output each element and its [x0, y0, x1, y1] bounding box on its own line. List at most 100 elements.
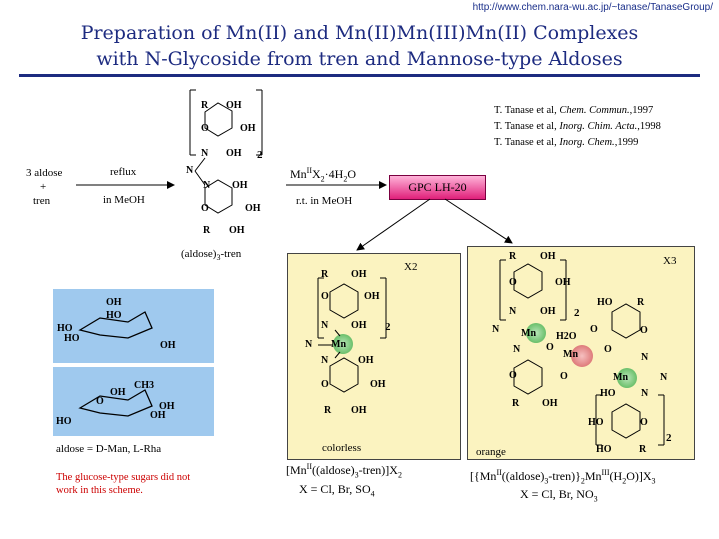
atom-label-oh: OH: [540, 306, 556, 317]
atom-label-oh: OH: [159, 401, 175, 412]
step2-reagent: MnIIX2·4H2O: [290, 166, 357, 184]
atom-label-n: N: [509, 306, 517, 317]
reactant-tren: tren: [33, 195, 51, 207]
atom-label-ho: HO: [597, 297, 613, 308]
atom-label-oh: OH: [351, 320, 367, 331]
atom-label-o: O: [640, 417, 648, 428]
counter-ion-label: X3: [663, 255, 677, 267]
product-structure: [189, 89, 263, 214]
reactant-plus: +: [40, 181, 47, 193]
atom-label-o: O: [640, 325, 648, 336]
atom-label-ho: HO: [64, 333, 80, 344]
atom-label-h2o: H2O: [556, 331, 577, 342]
atom-label-oh: OH: [226, 100, 242, 111]
atom-label-r: R: [512, 398, 520, 409]
atom-label-oh: OH: [150, 410, 166, 421]
atom-label-oh: OH: [364, 291, 380, 302]
atom-label-oh: OH: [232, 180, 248, 191]
atom-label-n: N: [186, 165, 194, 176]
atom-label-two: 2: [574, 307, 580, 319]
page-title-line-1: Preparation of Mn(II) and Mn(II)Mn(III)M…: [80, 22, 639, 44]
atom-label-two: 2: [257, 149, 263, 161]
atom-label-ho: HO: [106, 310, 122, 321]
atom-label-o: O: [560, 371, 568, 382]
atom-label-o: O: [96, 396, 104, 407]
atom-label-two: 2: [666, 432, 672, 444]
atom-label-oh: OH: [370, 379, 386, 390]
atom-label-o: O: [321, 379, 329, 390]
atom-label-r: R: [639, 444, 647, 455]
atom-label-oh: OH: [110, 387, 126, 398]
atom-label-oh: OH: [351, 269, 367, 280]
atom-label-r: R: [321, 269, 329, 280]
complex2-anions: X = Cl, Br, NO3: [520, 487, 598, 504]
atom-label-ho: HO: [588, 417, 604, 428]
gpc-lh20-button[interactable]: GPC LH-20: [389, 175, 486, 200]
references: T. Tanase et al, Chem. Commun.,1997 T. T…: [494, 103, 661, 151]
atom-label-o: O: [201, 203, 209, 214]
reference-2[interactable]: T. Tanase et al, Inorg. Chim. Acta.,1998: [494, 121, 661, 132]
atom-label-n: N: [321, 355, 329, 366]
sugar-caption: aldose = D-Man, L-Rha: [56, 443, 162, 455]
atom-label-ho: HO: [56, 416, 72, 427]
title-divider: [19, 74, 700, 77]
atom-label-o: O: [321, 291, 329, 302]
atom-label-o: O: [509, 277, 517, 288]
reference-3[interactable]: T. Tanase et al, Inorg. Chem.,1999: [494, 137, 639, 148]
complex2-structure: [499, 259, 665, 446]
atom-label-mn: Mn: [563, 349, 578, 360]
atom-label-n: N: [660, 372, 668, 383]
complex2-formula: [{MnII((aldose)3-tren)}2MnIII(H2O)]X3: [470, 468, 656, 486]
complex1-panel: [287, 253, 461, 460]
atom-label-r: R: [201, 100, 209, 111]
atom-label-n: N: [492, 324, 500, 335]
page-title-line-2: with N-Glycoside from tren and Mannose-t…: [96, 48, 623, 70]
atom-label-mn: Mn: [613, 372, 628, 383]
atom-label-n: N: [513, 344, 521, 355]
atom-label-n: N: [641, 352, 649, 363]
atom-label-oh: OH: [540, 251, 556, 262]
atom-label-r: R: [203, 225, 211, 236]
product-aldose3-tren: (aldose)3-tren: [181, 248, 242, 263]
atom-label-r: R: [509, 251, 517, 262]
atom-label-n: N: [321, 320, 329, 331]
atom-label-oh: OH: [358, 355, 374, 366]
complex2-color: orange: [476, 446, 506, 458]
atom-label-oh: OH: [555, 277, 571, 288]
sugar-diagram-1-panel: [53, 289, 214, 363]
atom-label-ho: HO: [600, 388, 616, 399]
reference-1[interactable]: T. Tanase et al, Chem. Commun.,1997: [494, 105, 654, 116]
complex1-structure: [317, 277, 387, 393]
arrow-to-complex2: [444, 198, 513, 244]
atom-label-mn: Mn: [521, 328, 536, 339]
arrow-to-complex1: [356, 198, 431, 251]
atom-label-n: N: [203, 180, 211, 191]
complex1-formula: [MnII((aldose)3-tren)]X2: [286, 462, 402, 480]
atom-label-o: O: [201, 123, 209, 134]
sugar-diagram-2-panel: [53, 367, 214, 436]
reactant-aldose: 3 aldose: [26, 167, 63, 179]
atom-label-oh: OH: [245, 203, 261, 214]
atom-label-r: R: [637, 297, 645, 308]
source-url[interactable]: http://www.chem.nara-wu.ac.jp/~tanase/Ta…: [472, 2, 713, 13]
atom-label-oh: OH: [351, 405, 367, 416]
atom-label-n: N: [305, 339, 313, 350]
atom-label-ch3: CH3: [134, 380, 154, 391]
step2-solvent: r.t. in MeOH: [296, 195, 353, 207]
atom-label-oh: OH: [542, 398, 558, 409]
complex1-anions: X = Cl, Br, SO4: [299, 482, 375, 499]
atom-label-n: N: [201, 148, 209, 159]
atom-label-r: R: [324, 405, 332, 416]
atom-label-oh: OH: [240, 123, 256, 134]
counter-ion-label: X2: [404, 261, 417, 273]
atom-label-o: O: [509, 370, 517, 381]
atom-label-o: O: [604, 344, 612, 355]
complex1-color: colorless: [322, 442, 362, 454]
atom-label-o: O: [590, 324, 598, 335]
atom-label-oh: OH: [160, 340, 176, 351]
atom-label-oh: OH: [229, 225, 245, 236]
atom-label-ho: HO: [596, 444, 612, 455]
atom-label-mn: Mn: [331, 339, 346, 350]
